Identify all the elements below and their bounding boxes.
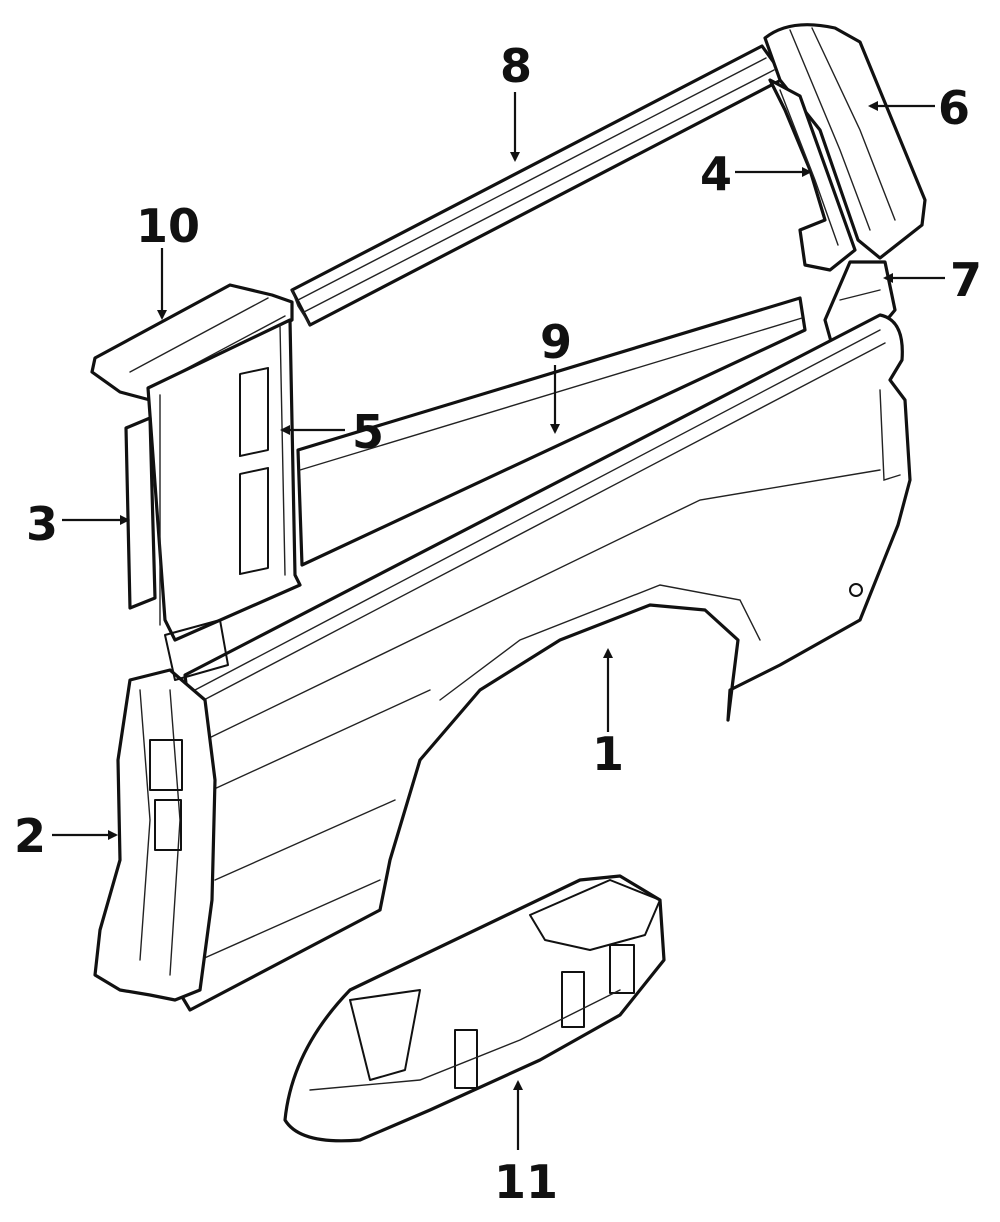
callout-6: 6	[938, 81, 970, 135]
callout-7: 7	[950, 253, 982, 307]
callout-4: 4	[700, 147, 732, 201]
rear-corner-inner-bracket-part-4	[768, 78, 857, 272]
callout-labels: 1 2 3 4 5 6 7 8 9 10 11	[14, 39, 982, 1209]
callout-5: 5	[352, 405, 384, 459]
quarter-outer-panel-part-1	[176, 313, 912, 1012]
callout-1: 1	[592, 727, 624, 781]
callout-2: 2	[14, 809, 46, 863]
callout-3: 3	[26, 497, 58, 551]
lock-pillar-part-2	[93, 619, 229, 1002]
callout-9: 9	[540, 315, 572, 369]
callout-11: 11	[494, 1155, 558, 1209]
filler-panel-part-3	[124, 416, 157, 610]
roof-rail-molding-part-8	[290, 44, 787, 327]
callout-10: 10	[136, 199, 200, 253]
callout-leaders	[52, 92, 945, 1150]
rear-corner-upper-panel-part-6	[763, 23, 927, 260]
callout-8: 8	[500, 39, 532, 93]
pillar-inner-panel-part-5	[146, 318, 302, 642]
pillar-cap-part-10	[90, 283, 294, 402]
wheelhouse-part-11	[283, 874, 666, 1143]
